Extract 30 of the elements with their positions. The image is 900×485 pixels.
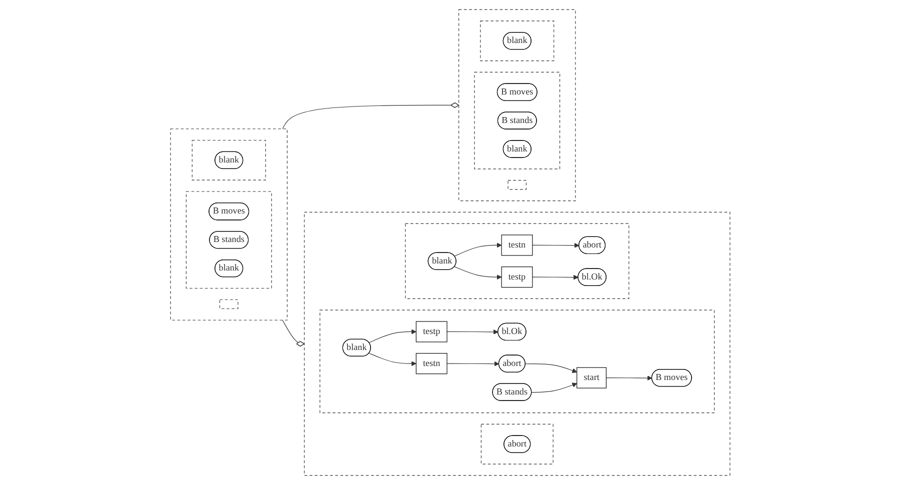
arrow (454, 242, 502, 256)
cluster (304, 212, 730, 476)
connector (282, 102, 459, 130)
cluster (474, 72, 560, 170)
arrow (524, 364, 577, 373)
cluster (319, 310, 714, 414)
node-box: start (576, 367, 606, 388)
node-box: testn (416, 353, 448, 374)
arrow (531, 382, 577, 393)
connector (282, 320, 304, 347)
cluster (458, 9, 576, 202)
cluster (186, 191, 272, 289)
cluster (480, 20, 554, 62)
arrow (446, 329, 498, 334)
cluster (170, 128, 288, 320)
node-box: testp (416, 321, 448, 342)
cluster (404, 223, 629, 299)
node-box: testn (501, 234, 532, 256)
cluster (480, 424, 554, 464)
cluster (192, 140, 266, 180)
node-box (507, 180, 526, 190)
node-box (219, 299, 238, 310)
arrow (454, 266, 502, 280)
arrow (368, 329, 416, 343)
arrow (532, 274, 578, 280)
arrow (446, 361, 499, 366)
arrow (368, 352, 416, 366)
arrow (606, 376, 652, 381)
node-box: testp (501, 266, 532, 288)
arrow (532, 242, 580, 248)
